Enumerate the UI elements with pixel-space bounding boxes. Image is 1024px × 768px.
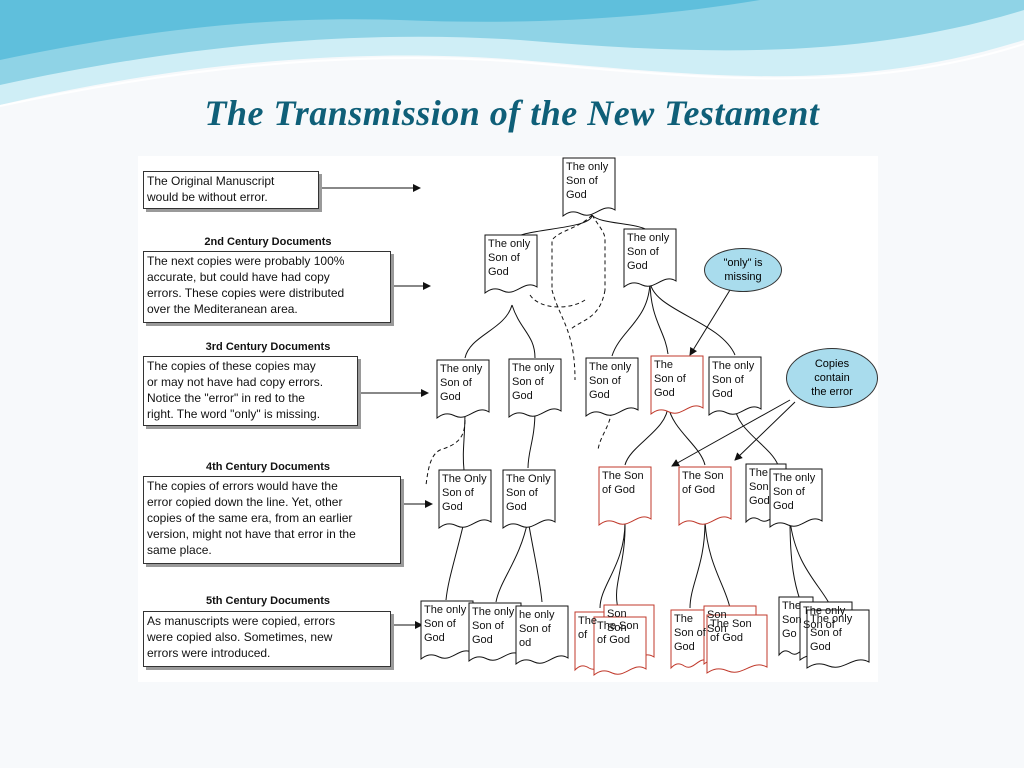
doc-c5: The only Son of God [424, 604, 467, 644]
doc-c4: The Son God [749, 467, 770, 507]
doc-c2: The only Son of God [488, 238, 531, 278]
error-manuscript-shape [650, 355, 704, 416]
doc-c4: The only Son of God [773, 472, 816, 512]
bubble-copies-contain-error: Copies contain the error [786, 348, 878, 408]
note-original-manuscript: The Original Manuscript would be without… [143, 171, 319, 209]
doc-c3: The only Son of God [589, 361, 632, 401]
heading-3rd-century: 3rd Century Documents [205, 341, 331, 353]
doc-c3: The only Son of God [712, 360, 755, 400]
doc-c5-error: The of [578, 615, 597, 641]
heading-2nd-century: 2nd Century Documents [204, 236, 332, 248]
manuscript-shape [508, 358, 562, 419]
manuscript-shape [438, 469, 492, 530]
slide-title: The Transmission of the New Testament [204, 93, 820, 133]
header-wave-decoration [0, 0, 1024, 107]
manuscript-shape [436, 359, 490, 420]
doc-c4: The Only Son of God [442, 473, 487, 513]
note-3rd-century: The copies of these copies may or may no… [143, 356, 358, 426]
doc-c5-error: Son Son [707, 609, 727, 635]
error-manuscript-shape [706, 614, 768, 674]
manuscript-shape [769, 468, 823, 529]
doc-c5: he only Son of od [519, 609, 555, 649]
heading-5th-century: 5th Century Documents [205, 595, 331, 607]
doc-c3: The only Son of God [440, 363, 483, 403]
doc-c4-error: The Son of God [682, 470, 724, 496]
doc-c5: The only Son of God [472, 606, 515, 646]
manuscript-shape [562, 157, 616, 218]
doc-c5-error: Son Son [607, 608, 627, 634]
error-manuscript-shape [598, 466, 652, 527]
heading-4th-century: 4th Century Documents [205, 461, 331, 473]
error-manuscript-shape [678, 466, 732, 527]
manuscript-shape [623, 228, 677, 289]
doc-original: The only Son of God [566, 161, 609, 201]
note-2nd-century: The next copies were probably 100% accur… [143, 251, 391, 323]
doc-c5: The only Son of God [810, 613, 853, 653]
doc-c5-error: The Son of God [597, 620, 639, 646]
note-5th-century: As manuscripts were copied, errors were … [143, 611, 391, 667]
manuscript-shape [708, 356, 762, 417]
doc-c4: The Only Son of God [506, 473, 551, 513]
error-manuscript-shape [593, 616, 647, 677]
manuscript-shape [585, 357, 639, 418]
doc-c2: The only Son of God [627, 232, 670, 272]
manuscript-shape [502, 469, 556, 530]
doc-c3: The only Son of God [512, 362, 555, 402]
doc-c5-error: The Son of God [710, 618, 752, 644]
note-4th-century: The copies of errors would have the erro… [143, 476, 401, 564]
manuscript-shape [806, 609, 870, 669]
bubble-only-missing: "only" is missing [704, 248, 782, 292]
doc-c5-error: The Son of God [674, 613, 706, 653]
doc-c3-error: The Son of God [654, 359, 686, 399]
doc-c5: The Son Go [782, 600, 802, 640]
manuscript-shape [515, 605, 569, 666]
doc-c4-error: The Son of God [602, 470, 644, 496]
manuscript-shape [484, 234, 538, 295]
doc-c5: The only Son of [803, 605, 846, 631]
